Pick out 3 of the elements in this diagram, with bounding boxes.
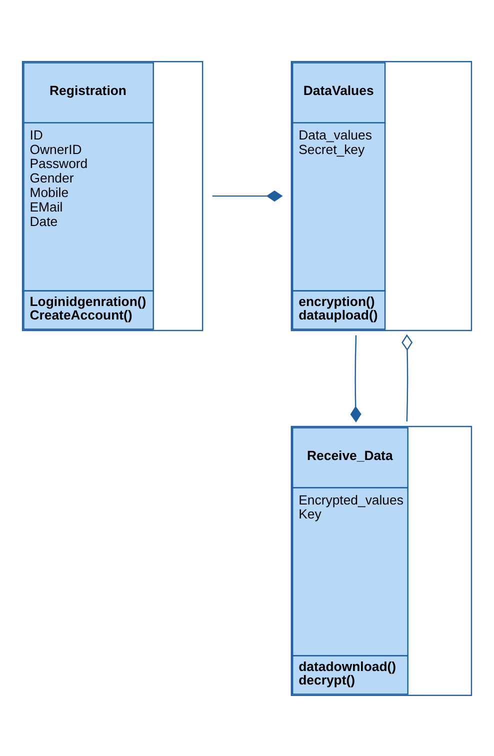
connector — [402, 334, 413, 421]
connector — [350, 334, 362, 422]
connector — [212, 190, 283, 202]
